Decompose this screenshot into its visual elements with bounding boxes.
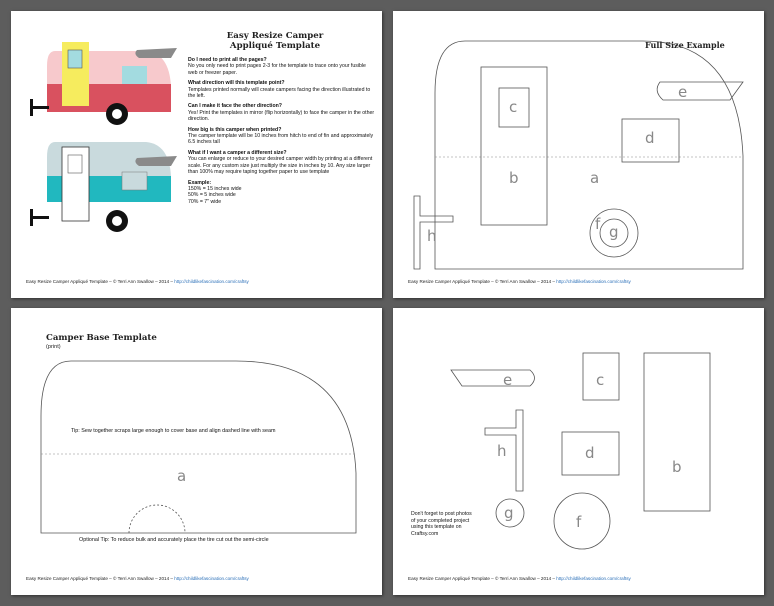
example-line: 70% = 7" wide (188, 198, 222, 205)
label-g: g (504, 504, 514, 522)
faq-question: What direction will this template point? (188, 80, 285, 87)
template-pieces: e c b h d g f (450, 352, 711, 550)
page-2-full-size-example: a b c d e f g h Full Size Example Easy R… (393, 11, 764, 298)
page-title: Easy Resize Camper Appliqué Template (215, 31, 335, 51)
page-1-instructions: Easy Resize Camper Appliqué Template Do … (11, 11, 382, 298)
example-title: Example: (188, 179, 212, 186)
label-g: g (609, 223, 619, 241)
footer-text: Easy Resize Camper Appliqué Template – ©… (408, 279, 557, 284)
faq-answer: Templates printed normally will create c… (188, 86, 371, 100)
example-line: 150% = 15 inches wide (188, 185, 242, 192)
page-title: Full Size Example (645, 40, 725, 50)
footer-text: Easy Resize Camper Appliqué Template – ©… (26, 576, 175, 581)
craftsy-note: Don't forget to post photos of your comp… (411, 511, 496, 537)
pink-camper-illustration (30, 42, 177, 125)
label-c: c (596, 371, 604, 389)
label-d: d (645, 129, 655, 147)
faq-question: Do I need to print all the pages? (188, 57, 267, 63)
footer-link[interactable]: http://childlikefascination.com/craftsy (556, 279, 631, 284)
label-b: b (672, 458, 682, 476)
faq-answer: No you only need to print pages 2-3 for … (188, 63, 366, 76)
note-line: Don't forget to post photos (411, 511, 472, 517)
title-line-1: Easy Resize Camper (226, 31, 324, 41)
label-c: c (509, 98, 517, 116)
label-f: f (576, 513, 582, 531)
faq-answer: Yes! Print the templates in mirror (flip… (188, 109, 375, 123)
note-line: Craftsy.com (411, 530, 439, 537)
page-footer: Easy Resize Camper Appliqué Template – ©… (408, 576, 631, 581)
teal-camper-illustration (30, 142, 177, 232)
label-h: h (427, 227, 437, 245)
note-line: of your completed project (411, 517, 470, 524)
optional-tip-text: Optional Tip: To reduce bulk and accurat… (79, 537, 269, 543)
page-subtitle: (print) (46, 344, 61, 350)
footer-text: Easy Resize Camper Appliqué Template – ©… (26, 279, 175, 284)
faq-question: How big is this camper when printed? (188, 126, 282, 133)
label-a: a (590, 169, 599, 187)
page-footer: Easy Resize Camper Appliqué Template – ©… (26, 279, 249, 284)
footer-text: Easy Resize Camper Appliqué Template – ©… (408, 576, 557, 581)
faq-question: Can I make it face the other direction? (188, 103, 282, 110)
label-f: f (595, 215, 601, 233)
title-line-2: Appliqué Template (229, 41, 321, 51)
camper-base-outline: a (40, 360, 357, 534)
page-4-pieces-template: e c b h d g f Don't forget to post photo… (393, 308, 764, 595)
faq-answer: The camper template will be 10 inches fr… (188, 133, 374, 146)
faq-answer: You can enlarge or reduce to your desire… (188, 156, 373, 176)
footer-link[interactable]: http://childlikefascination.com/craftsy (556, 576, 631, 581)
note-line: using this template on (411, 524, 462, 531)
page-3-base-template: a Camper Base Template (print) Tip: Sew … (11, 308, 382, 595)
page-footer: Easy Resize Camper Appliqué Template – ©… (408, 279, 631, 284)
label-a: a (177, 467, 186, 485)
page-title: Camper Base Template (46, 333, 157, 343)
footer-link[interactable]: http://childlikefascination.com/craftsy (174, 279, 249, 284)
tip-text: Tip: Sew together scraps large enough to… (71, 428, 276, 434)
label-b: b (509, 169, 519, 187)
footer-link[interactable]: http://childlikefascination.com/craftsy (174, 576, 249, 581)
label-e: e (678, 83, 687, 101)
label-d: d (585, 444, 595, 462)
full-size-camper-outline: a b c d e f g h (413, 40, 744, 270)
label-h: h (497, 442, 507, 460)
label-e: e (503, 371, 512, 389)
faq-question: What if I want a camper a different size… (188, 149, 287, 156)
example-line: 50% = 5 inches wide (188, 192, 236, 199)
page-footer: Easy Resize Camper Appliqué Template – ©… (26, 576, 249, 581)
faq-section: Do I need to print all the pages? No you… (188, 57, 376, 205)
camper-illustrations (30, 42, 177, 232)
